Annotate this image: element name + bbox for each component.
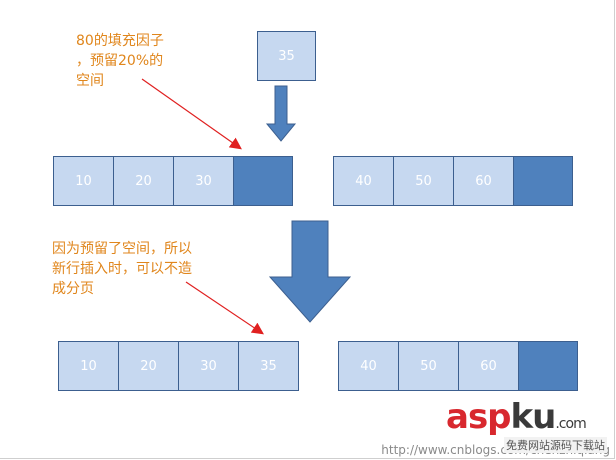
- before-right-reserved-slot: [513, 156, 573, 206]
- after-right-cell-3: 60: [458, 341, 519, 391]
- before-right-cell-2: 50: [393, 156, 454, 206]
- after-right-reserved-slot: [518, 341, 578, 391]
- before-left-cell-3: 30: [173, 156, 234, 206]
- incoming-record-box: 35: [257, 31, 316, 81]
- after-left-cell-2: 20: [118, 341, 179, 391]
- logo-tld-text: .com: [555, 416, 586, 432]
- fill-factor-annotation: 80的填充因子 ，预留20%的 空间: [76, 33, 164, 89]
- site-logo: aspku.com: [446, 397, 587, 441]
- logo-suffix-text: ku: [510, 397, 557, 437]
- reserved-space-pointer-arrow-icon: [185, 281, 264, 335]
- after-left-inserted-cell: 35: [238, 341, 299, 391]
- before-left-reserved-slot: [233, 156, 293, 206]
- reserved-space-annotation: 因为预留了空间，所以 新行插入时，可以不造 成分页: [52, 241, 192, 297]
- logo-subtitle: 免费网站源码下载站: [504, 437, 607, 453]
- before-right-cell-3: 60: [453, 156, 514, 206]
- fill-factor-pointer-arrow-icon: [141, 78, 242, 150]
- logo-main-text: asp: [446, 397, 512, 437]
- before-right-cell-1: 40: [333, 156, 394, 206]
- large-down-arrow-icon: [268, 220, 352, 323]
- small-down-arrow-icon: [265, 85, 297, 142]
